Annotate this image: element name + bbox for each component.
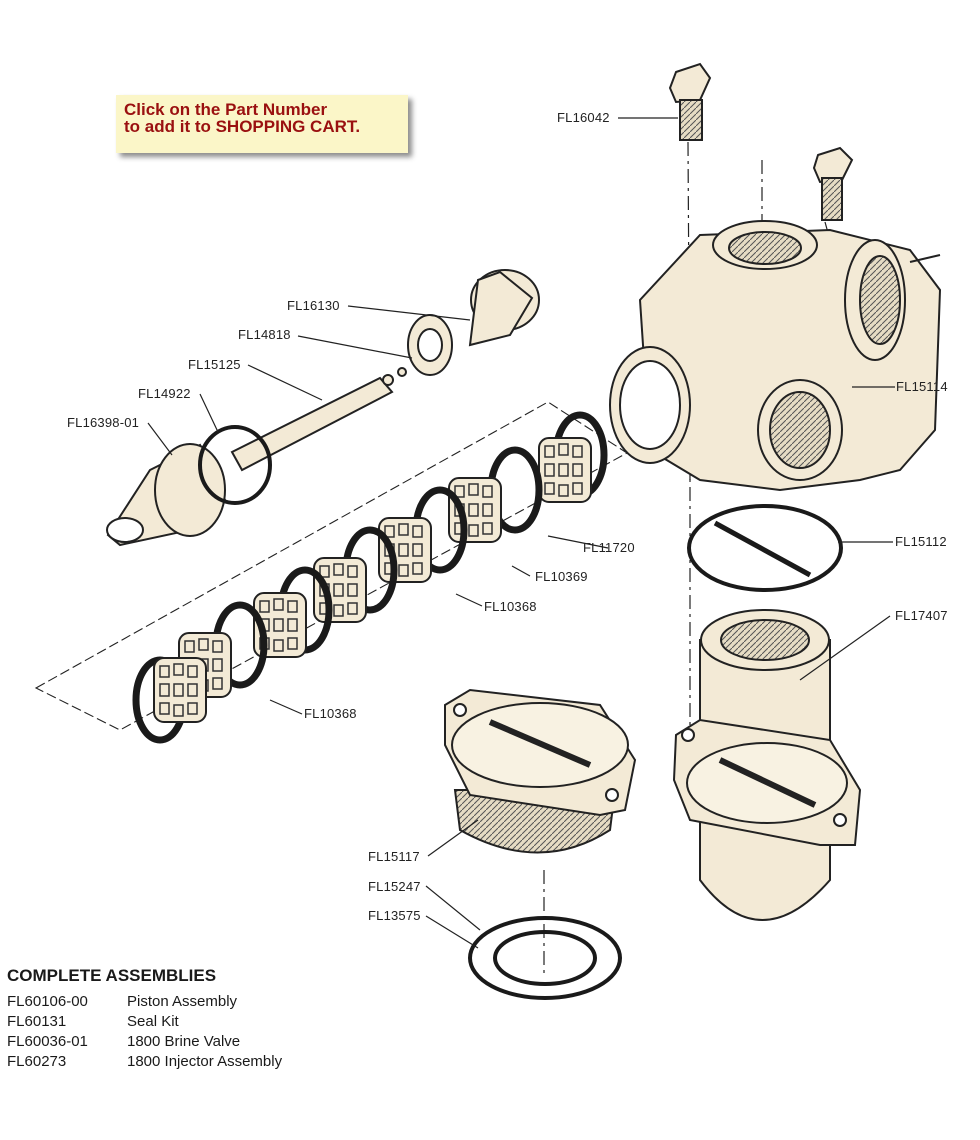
part-label-fl14818[interactable]: FL14818 bbox=[238, 327, 291, 342]
part-label-fl15114[interactable]: FL15114 bbox=[896, 379, 948, 394]
assembly-part-number[interactable]: FL60131 bbox=[7, 1013, 67, 1030]
shopping-cart-note: Click on the Part Number to add it to SH… bbox=[116, 95, 408, 153]
part-label-fl15125[interactable]: FL15125 bbox=[188, 357, 241, 372]
note-line-1: Click on the Part Number bbox=[124, 100, 328, 119]
part-label-fl10368-lower[interactable]: FL10368 bbox=[304, 706, 357, 721]
assemblies-title: COMPLETE ASSEMBLIES bbox=[7, 966, 217, 985]
assembly-description: 1800 Brine Valve bbox=[127, 1033, 241, 1050]
bolt-fl16042 bbox=[668, 62, 712, 141]
injector-fl15117 bbox=[444, 688, 637, 854]
valve-body bbox=[609, 220, 942, 492]
bolt-second bbox=[812, 146, 854, 221]
oring-fl14922 bbox=[198, 425, 272, 505]
assembly-description: Seal Kit bbox=[127, 1013, 179, 1030]
assembly-row: FL60131 Seal Kit bbox=[7, 1012, 427, 1032]
rings-fl15247-fl13575 bbox=[468, 916, 622, 1000]
part-label-fl13575[interactable]: FL13575 bbox=[368, 908, 421, 923]
part-label-fl10369[interactable]: FL10369 bbox=[535, 569, 588, 584]
leader-lines bbox=[147, 117, 895, 949]
assembly-description: Piston Assembly bbox=[127, 993, 238, 1010]
part-label-fl15117[interactable]: FL15117 bbox=[368, 849, 420, 864]
gasket-fl15112 bbox=[687, 504, 843, 592]
piston-parts bbox=[106, 269, 540, 547]
part-label-fl17407[interactable]: FL17407 bbox=[895, 608, 948, 623]
part-label-fl10368-upper[interactable]: FL10368 bbox=[484, 599, 537, 614]
part-label-fl16130[interactable]: FL16130 bbox=[287, 298, 340, 313]
note-line-2: to add it to SHOPPING CART. bbox=[124, 117, 361, 136]
assembly-row: FL60273 1800 Injector Assembly bbox=[7, 1052, 427, 1072]
assembly-part-number[interactable]: FL60273 bbox=[7, 1053, 67, 1070]
assembly-row: FL60106-00 Piston Assembly bbox=[7, 992, 427, 1012]
part-label-fl16398-01[interactable]: FL16398-01 bbox=[67, 415, 140, 430]
complete-assemblies-section: COMPLETE ASSEMBLIES FL60106-00 Piston As… bbox=[7, 966, 427, 1072]
assembly-part-number[interactable]: FL60106-00 bbox=[7, 993, 88, 1010]
part-label-fl11720[interactable]: FL11720 bbox=[583, 540, 635, 555]
part-label-fl15112[interactable]: FL15112 bbox=[895, 534, 947, 549]
assembly-part-number[interactable]: FL60036-01 bbox=[7, 1033, 88, 1050]
part-label-fl16042[interactable]: FL16042 bbox=[557, 110, 610, 125]
assembly-row: FL60036-01 1800 Brine Valve bbox=[7, 1032, 427, 1052]
part-label-fl15247[interactable]: FL15247 bbox=[368, 879, 421, 894]
assembly-description: 1800 Injector Assembly bbox=[127, 1053, 283, 1070]
housing-fl17407 bbox=[672, 609, 862, 921]
part-label-fl14922[interactable]: FL14922 bbox=[138, 386, 191, 401]
